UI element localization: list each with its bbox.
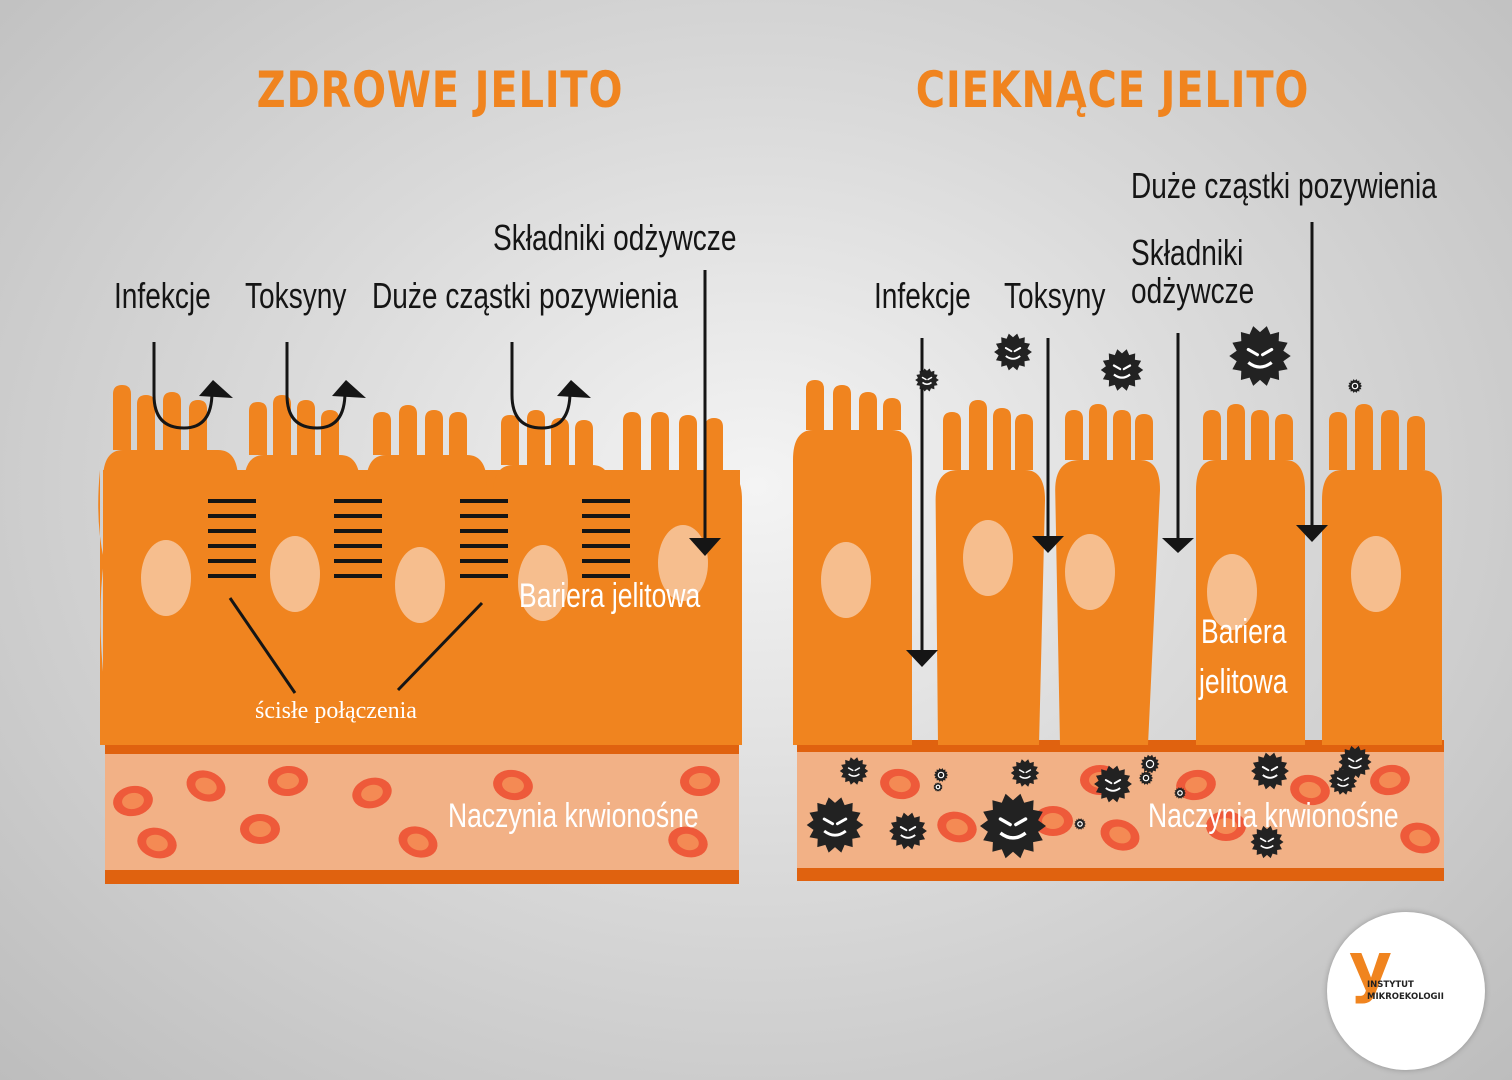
arrowhead-icon (199, 380, 233, 398)
cell-nucleus (1065, 534, 1115, 610)
instytut-mikroekologii-logo: y INSTYTUT MIKROEKOLOGII (1327, 912, 1485, 1070)
label-barrier-line1: Bariera (1201, 613, 1287, 651)
microbe-icon (1250, 825, 1284, 859)
microbe-icon (1140, 754, 1160, 774)
red-blood-cell (1290, 774, 1330, 806)
tight-junction-pointer-line (228, 597, 297, 694)
healthy-red-blood-cells (113, 765, 720, 859)
red-blood-cell (268, 765, 308, 797)
microbe-icon (889, 812, 927, 850)
microbe-icon (1138, 771, 1154, 785)
red-blood-cell (1176, 769, 1216, 801)
healthy-gut-title: ZDROWE JELITO (256, 61, 624, 119)
food-particle-blocked-arrow (510, 342, 572, 430)
healthy-gut-panel (98, 270, 742, 884)
red-blood-cell (186, 770, 226, 802)
arrowhead-icon (332, 380, 366, 398)
red-blood-cell (493, 769, 533, 801)
label-large-food-particles: Duże cząstki pozywienia (1131, 165, 1437, 206)
label-infections: Infekcje (114, 275, 211, 316)
red-blood-cell (113, 785, 153, 817)
label-tight-junctions: ścisłe połączenia (255, 698, 417, 724)
microbe-icon (1251, 752, 1289, 790)
label-large-food-particles: Duże cząstki pozywienia (372, 275, 678, 316)
arrowhead-icon (1032, 536, 1064, 553)
microbe-icon (1010, 759, 1040, 787)
arrowhead-icon (557, 380, 591, 398)
red-blood-cell (1370, 764, 1410, 796)
red-blood-cell (1206, 811, 1246, 841)
microbe-icon (1094, 765, 1132, 803)
microbe-icon (839, 757, 869, 785)
cell-nucleus (1207, 554, 1257, 630)
red-blood-cell (137, 827, 177, 859)
microbe-icon (1074, 818, 1086, 830)
arrowhead-icon (1296, 525, 1328, 542)
microbe-icon (1338, 745, 1372, 779)
microbe-icon (915, 368, 939, 392)
cell-nucleus (270, 536, 320, 612)
leaky-epithelial-cells (793, 380, 1442, 745)
infection-blocked-arrow (152, 342, 214, 430)
logo-text-line1: INSTYTUT (1367, 980, 1414, 990)
label-barrier-line2: jelitowa (1199, 663, 1288, 701)
microbe-icon (1229, 326, 1291, 386)
label-intestinal-barrier: Bariera jelitowa (519, 577, 701, 615)
cell-nucleus (395, 547, 445, 623)
microbe-icon (980, 793, 1046, 859)
cell-nucleus (518, 545, 568, 621)
logo-text-line2: MIKROEKOLOGII (1367, 992, 1444, 1002)
red-blood-cell (240, 814, 280, 844)
y-letter-logo-icon: y (1349, 928, 1393, 1005)
red-blood-cell (398, 826, 438, 858)
leaky-gut-panel (793, 222, 1444, 881)
red-blood-cell (1400, 822, 1440, 854)
red-blood-cell (352, 777, 392, 809)
label-infections: Infekcje (874, 275, 971, 316)
label-toxins: Toksyny (1004, 275, 1106, 316)
arrowhead-icon (1162, 538, 1194, 553)
arrowhead-icon (906, 650, 938, 667)
red-blood-cell (680, 765, 720, 797)
red-blood-cell (1033, 806, 1073, 836)
cell-nucleus (963, 520, 1013, 596)
cell-nucleus (821, 542, 871, 618)
label-blood-vessels: Naczynia krwionośne (1148, 797, 1399, 835)
red-blood-cell (880, 768, 920, 800)
microbe-icon (1174, 787, 1186, 799)
microbe-icon (933, 782, 943, 792)
label-nutrients-line1: Składniki (1131, 232, 1244, 273)
microbe-icon (1347, 379, 1363, 393)
cell-nucleus (1351, 536, 1401, 612)
tight-junction-pointer-line (396, 601, 484, 692)
label-nutrients: Składniki odżywcze (493, 217, 737, 258)
red-blood-cell (937, 811, 977, 843)
microbe-icon (994, 333, 1032, 371)
red-blood-cell (668, 826, 708, 858)
arrowhead-icon (689, 538, 721, 556)
microbe-icon (806, 797, 864, 853)
microbe-icons (806, 326, 1372, 859)
cell-nucleus (141, 540, 191, 616)
label-blood-vessels: Naczynia krwionośne (448, 797, 699, 835)
red-blood-cell (1100, 819, 1140, 851)
microbe-icon (1100, 349, 1144, 391)
healthy-epithelial-cells (98, 385, 742, 745)
label-toxins: Toksyny (245, 275, 347, 316)
toxin-blocked-arrow (285, 342, 347, 430)
tight-junction-icons (208, 499, 630, 578)
microbe-icon (933, 768, 949, 782)
label-nutrients-line2: odżywcze (1131, 270, 1255, 311)
leaky-gut-title: CIEKNĄCE JELITO (915, 61, 1310, 119)
